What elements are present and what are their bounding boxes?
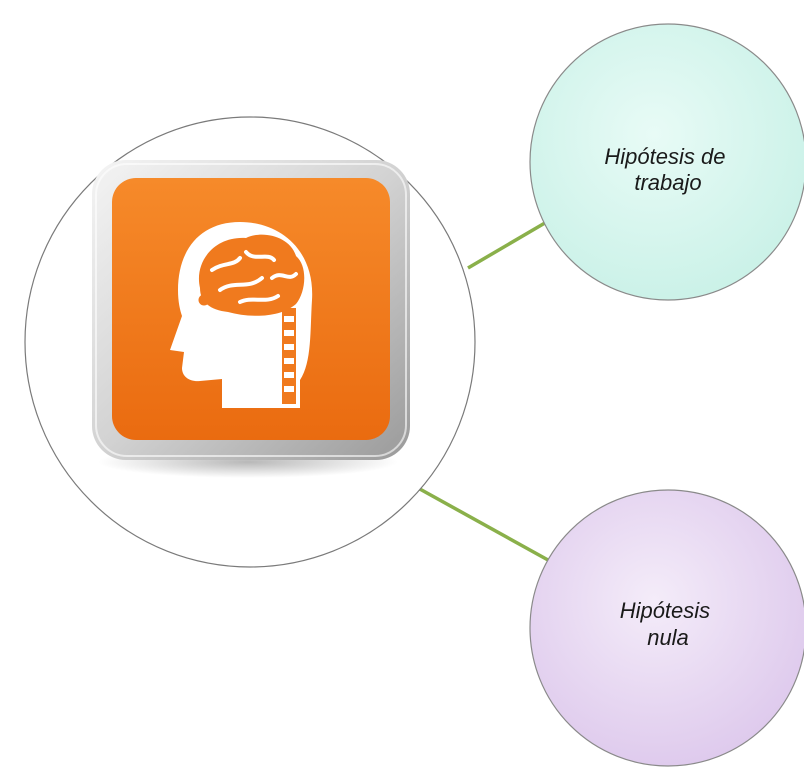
node-null-label-line-1: Hipótesis bbox=[620, 598, 710, 623]
svg-text:Hipótesis nula: Hipótesis nula bbox=[620, 598, 717, 650]
connector-top bbox=[467, 218, 551, 270]
node-working-label-line-2: trabajo bbox=[634, 170, 701, 195]
node-working-hypothesis: Hipótesis de trabajo bbox=[529, 23, 804, 301]
node-null-hypothesis: Hipótesis nula bbox=[529, 489, 804, 767]
node-working-label-line-1: Hipótesis de bbox=[604, 144, 725, 169]
connector-bottom bbox=[417, 486, 549, 562]
svg-text:Hipótesis de trabajo: Hipótesis de trabajo bbox=[604, 144, 731, 195]
node-null-label-line-2: nula bbox=[647, 625, 689, 650]
brain-head-icon bbox=[92, 160, 410, 478]
